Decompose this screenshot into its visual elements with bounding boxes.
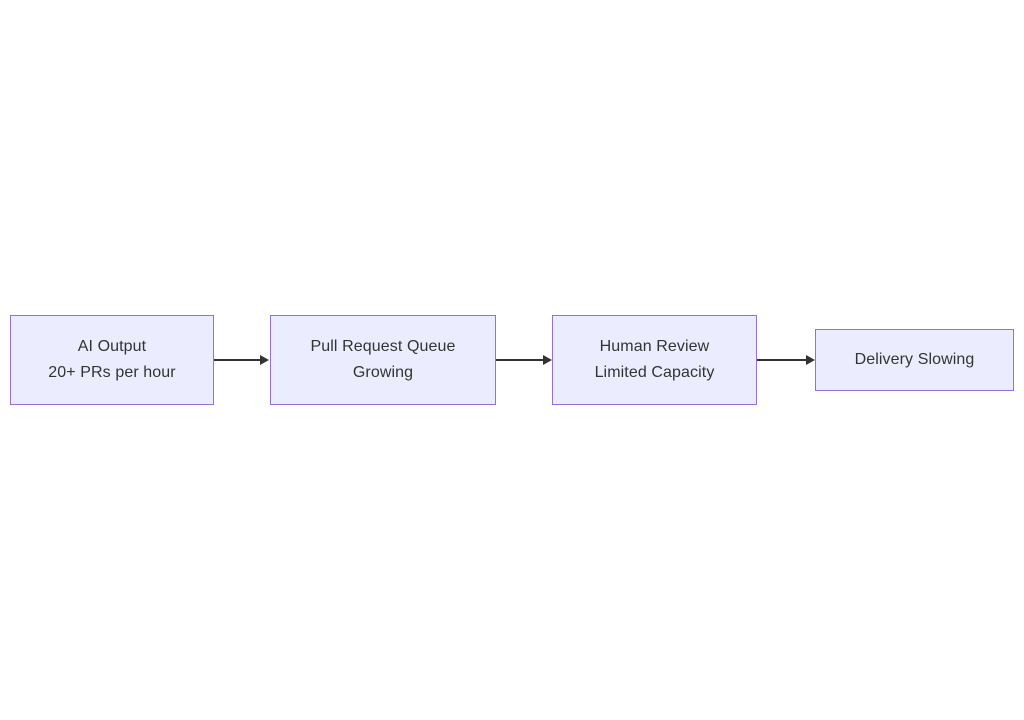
node-label-line1: Human Review bbox=[599, 338, 710, 355]
node-label-line1: AI Output bbox=[77, 338, 147, 355]
arrowhead-icon bbox=[543, 355, 552, 365]
edge-line bbox=[757, 359, 806, 361]
node-label-line2: Growing bbox=[352, 364, 414, 381]
flow-node-pull-request-queue: Pull Request Queue Growing bbox=[270, 315, 496, 405]
node-label: Delivery Slowing bbox=[855, 347, 975, 373]
edge-line bbox=[496, 359, 543, 361]
node-label: AI Output 20+ PRs per hour bbox=[48, 334, 175, 386]
node-label: Human Review Limited Capacity bbox=[595, 334, 715, 386]
node-label: Pull Request Queue Growing bbox=[310, 334, 455, 386]
edge-line bbox=[214, 359, 260, 361]
flow-node-ai-output: AI Output 20+ PRs per hour bbox=[10, 315, 214, 405]
arrowhead-icon bbox=[260, 355, 269, 365]
node-label-line2: Limited Capacity bbox=[594, 364, 715, 381]
node-label-line1: Pull Request Queue bbox=[310, 338, 456, 355]
flow-node-human-review: Human Review Limited Capacity bbox=[552, 315, 757, 405]
flow-node-delivery-slowing: Delivery Slowing bbox=[815, 329, 1014, 391]
node-label-line1: Delivery Slowing bbox=[854, 351, 975, 368]
node-label-line2: 20+ PRs per hour bbox=[48, 364, 176, 381]
arrowhead-icon bbox=[806, 355, 815, 365]
